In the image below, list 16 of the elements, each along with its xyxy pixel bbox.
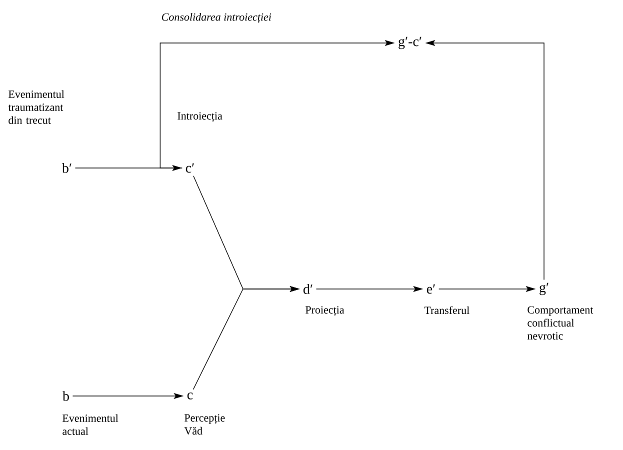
node-caption: Percepție Văd: [184, 414, 225, 435]
edge-label: Consolidarea introiecției: [162, 13, 272, 23]
node-letter: d′: [303, 284, 312, 294]
node-letter: e′: [426, 284, 435, 294]
node-letter: g′: [540, 282, 548, 296]
node-letter: g′-c′: [398, 36, 422, 50]
node-letter: c′: [186, 163, 194, 173]
node-letter: c: [187, 392, 193, 400]
node-letter: b′: [62, 163, 72, 173]
node-caption: Introiecția: [178, 112, 222, 122]
node-caption: Evenimentul actual: [62, 414, 118, 435]
node-caption: Evenimentul traumatizant din trecut: [8, 90, 64, 124]
node-letter: b: [62, 391, 69, 401]
node-caption: Proiecția: [306, 306, 344, 316]
node-caption: Comportament conflictual nevrotic: [527, 306, 594, 340]
node-caption: Transferul: [424, 306, 470, 314]
